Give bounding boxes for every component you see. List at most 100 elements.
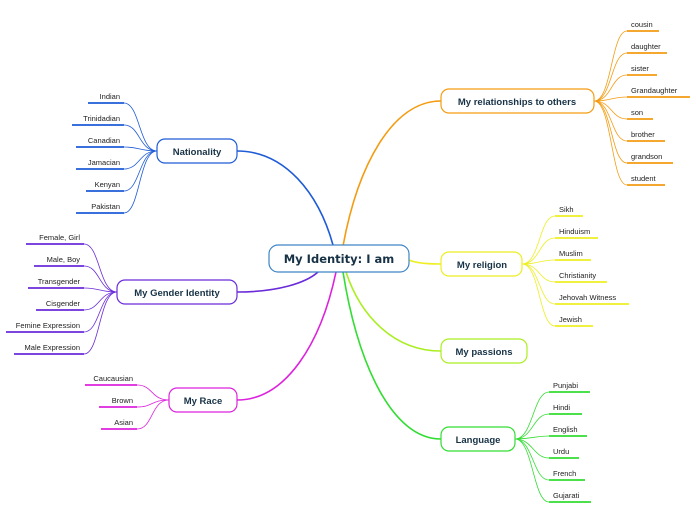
branch-label-language: Language — [456, 435, 501, 446]
leaf-label-language[interactable]: Punjabi — [553, 381, 578, 390]
leaf-label-race[interactable]: Asian — [114, 418, 133, 427]
leaf-connector — [514, 438, 550, 503]
leaf-label-relationships[interactable]: Grandaughter — [631, 86, 678, 95]
leaf-label-religion[interactable]: Jewish — [559, 315, 582, 324]
leaf-label-nationality[interactable]: Trinidadian — [83, 114, 120, 123]
branch-node-box — [440, 251, 523, 277]
leaf-label-race[interactable]: Brown — [112, 396, 133, 405]
central-node-label: My Identity: I am — [284, 252, 395, 266]
branch-node-gender[interactable]: My Gender Identity — [116, 279, 238, 305]
leaf-label-relationships[interactable]: brother — [631, 130, 655, 139]
leaf-label-gender[interactable]: Male, Boy — [47, 255, 81, 264]
leaf-label-language[interactable]: Urdu — [553, 447, 569, 456]
leaf-connector — [514, 435, 550, 440]
branch-node-box — [156, 138, 238, 164]
leaf-connector — [593, 30, 628, 102]
leaf-label-language[interactable]: English — [553, 425, 578, 434]
leaf-label-relationships[interactable]: cousin — [631, 20, 653, 29]
leaf-label-nationality[interactable]: Canadian — [88, 136, 120, 145]
leaf-label-gender[interactable]: Cisgender — [46, 299, 81, 308]
connector-relationships — [342, 100, 442, 247]
branch-node-box — [440, 88, 595, 114]
central-node-box — [268, 244, 410, 273]
leaf-connector — [123, 150, 158, 214]
leaf-connector — [521, 263, 556, 327]
leaf-label-language[interactable]: Hindi — [553, 403, 570, 412]
leaf-connector — [521, 215, 556, 265]
connector-gender — [236, 271, 319, 293]
leaf-connector — [514, 391, 550, 440]
leaf-label-language[interactable]: French — [553, 469, 576, 478]
leaf-connector — [593, 100, 628, 164]
leaf-connector — [521, 263, 556, 283]
connector-language — [342, 271, 442, 440]
leaf-connector — [521, 263, 556, 305]
leaf-label-religion[interactable]: Jehovah Witness — [559, 293, 616, 302]
leaf-connector — [593, 52, 628, 102]
leaf-label-language[interactable]: Gujarati — [553, 491, 580, 500]
leaf-connector — [123, 146, 158, 152]
leaf-label-relationships[interactable]: grandson — [631, 152, 662, 161]
leaf-label-gender[interactable]: Male Expression — [25, 343, 80, 352]
leaf-connector — [136, 399, 170, 430]
leaf-label-religion[interactable]: Sikh — [559, 205, 574, 214]
leaf-connector — [123, 150, 158, 170]
branch-label-race: My Race — [184, 396, 223, 407]
leaf-connector — [593, 74, 628, 102]
leaf-connector — [83, 243, 118, 293]
leaf-connector — [83, 291, 118, 311]
leaf-connector — [83, 287, 118, 293]
leaf-label-relationships[interactable]: son — [631, 108, 643, 117]
branch-label-passions: My passions — [455, 347, 512, 358]
leaf-connector — [514, 438, 550, 459]
leaf-label-gender[interactable]: Female, Girl — [39, 233, 80, 242]
branch-label-relationships: My relationships to others — [458, 97, 576, 108]
central-node[interactable]: My Identity: I am — [268, 244, 410, 273]
leaf-connector — [123, 150, 158, 192]
connector-lines — [83, 30, 628, 503]
leaf-connector — [83, 291, 118, 333]
leaf-connector — [514, 413, 550, 440]
branch-node-box — [116, 279, 238, 305]
branch-node-passions[interactable]: My passions — [440, 338, 528, 364]
branch-node-box — [168, 387, 238, 413]
leaf-connector — [593, 100, 628, 186]
leaf-connector — [514, 438, 550, 481]
branch-node-language[interactable]: Language — [440, 426, 516, 452]
leaf-label-relationships[interactable]: daughter — [631, 42, 661, 51]
leaf-label-nationality[interactable]: Pakistan — [91, 202, 120, 211]
leaf-label-gender[interactable]: Femine Expression — [16, 321, 80, 330]
connector-religion — [408, 259, 442, 265]
leaf-label-nationality[interactable]: Kenyan — [95, 180, 120, 189]
leaf-label-religion[interactable]: Muslim — [559, 249, 583, 258]
leaf-connector — [123, 124, 158, 152]
leaf-label-religion[interactable]: Christianity — [559, 271, 596, 280]
branch-label-religion: My religion — [457, 260, 507, 271]
leaf-label-nationality[interactable]: Jamacian — [88, 158, 120, 167]
leaf-label-religion[interactable]: Hinduism — [559, 227, 590, 236]
leaf-connector — [593, 96, 628, 102]
branch-node-nationality[interactable]: Nationality — [156, 138, 238, 164]
leaf-label-race[interactable]: Caucausian — [93, 374, 133, 383]
leaf-label-gender[interactable]: Transgender — [38, 277, 81, 286]
branch-label-nationality: Nationality — [173, 147, 222, 158]
leaf-label-nationality[interactable]: Indian — [100, 92, 120, 101]
leaf-connector — [83, 291, 118, 355]
connector-race — [236, 271, 337, 401]
leaf-connector — [123, 102, 158, 152]
leaf-connector — [593, 100, 628, 142]
branch-node-relationships[interactable]: My relationships to others — [440, 88, 595, 114]
leaf-connector — [521, 237, 556, 265]
connector-passions — [345, 271, 442, 352]
branch-node-race[interactable]: My Race — [168, 387, 238, 413]
leaf-label-relationships[interactable]: sister — [631, 64, 649, 73]
branch-node-religion[interactable]: My religion — [440, 251, 523, 277]
leaf-connector — [136, 384, 170, 401]
branch-node-box — [440, 338, 528, 364]
branch-node-box — [440, 426, 516, 452]
connector-nationality — [236, 150, 334, 246]
branch-label-gender: My Gender Identity — [134, 288, 220, 299]
leaf-label-relationships[interactable]: student — [631, 174, 657, 183]
